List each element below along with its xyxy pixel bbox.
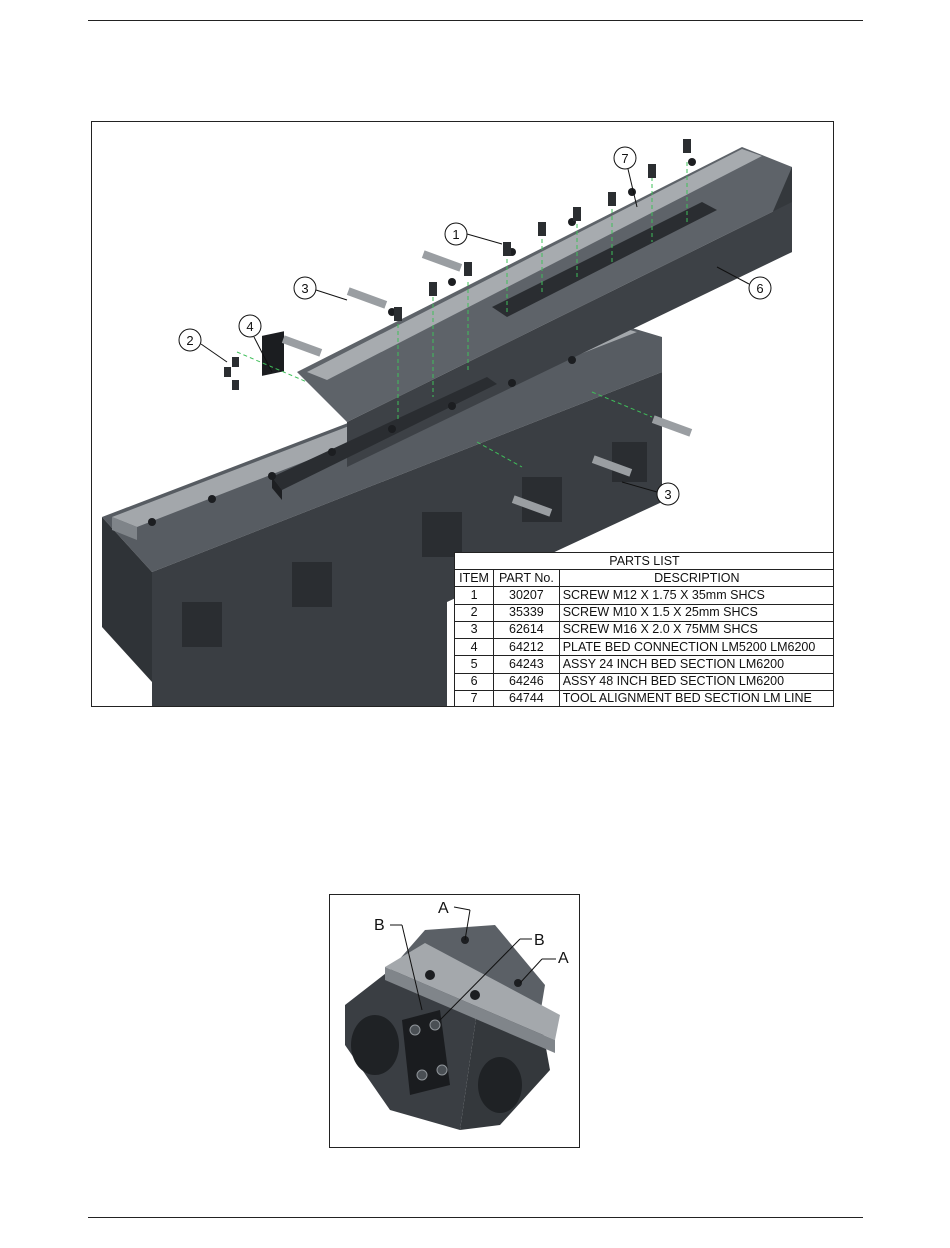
label-b-left: B <box>374 917 385 934</box>
exploded-assembly-figure: 1 2 3 4 6 7 3 <box>91 121 834 707</box>
detail-plate-bolts <box>409 1019 448 1081</box>
header-item: ITEM <box>453 569 495 588</box>
parts-list-table: PARTS LIST ITEM PART No. DESCRIPTION 1 3… <box>453 551 833 706</box>
callout-6: 6 <box>716 266 772 300</box>
connection-plate <box>262 331 284 376</box>
table-row: 3 62614 SCREW M16 X 2.0 X 75MM SHCS <box>453 620 833 640</box>
exploded-assembly-drawing: 1 2 3 4 6 7 3 <box>102 139 792 706</box>
table-row: 6 64246 ASSY 48 INCH BED SECTION LM6200 <box>453 672 833 691</box>
connection-detail-drawing: A A B B <box>345 900 569 1130</box>
description-cell: SCREW M16 X 2.0 X 75MM SHCS <box>558 620 833 640</box>
description-cell: ASSY 48 INCH BED SECTION LM6200 <box>558 672 833 691</box>
callout-1: 1 <box>444 222 503 246</box>
label-a-top: A <box>438 900 449 917</box>
alignment-tool-lower-front <box>272 477 282 500</box>
description-cell: SCREW M12 X 1.75 X 35mm SHCS <box>558 586 833 605</box>
description-cell: SCREW M10 X 1.5 X 25mm SHCS <box>558 603 833 622</box>
part-no-cell: 30207 <box>493 586 560 605</box>
header-description: DESCRIPTION <box>558 569 833 588</box>
detail-rail-side <box>385 967 555 1053</box>
callout-1-label: 1 <box>452 227 459 242</box>
item-cell: 2 <box>453 603 495 622</box>
table-row: 4 64212 PLATE BED CONNECTION LM5200 LM62… <box>453 638 833 657</box>
part-no-cell: 62614 <box>493 620 560 640</box>
callout-6-label: 6 <box>756 281 763 296</box>
header-rule <box>88 20 863 21</box>
item-cell: 7 <box>453 689 495 706</box>
long-screws <box>281 250 693 517</box>
description-cell: PLATE BED CONNECTION LM5200 LM6200 <box>558 638 833 657</box>
table-row: 2 35339 SCREW M10 X 1.5 X 25mm SHCS <box>453 603 833 622</box>
header-part-no: PART No. <box>493 569 560 588</box>
callout-2-label: 2 <box>186 333 193 348</box>
item-cell: 1 <box>453 586 495 605</box>
callout-2: 2 <box>178 328 228 363</box>
part-no-cell: 64744 <box>493 689 560 706</box>
description-cell: ASSY 24 INCH BED SECTION LM6200 <box>558 655 833 674</box>
lower-rail-front <box>112 517 137 540</box>
part-no-cell: 64212 <box>493 638 560 657</box>
callout-3-upper: 3 <box>293 276 348 301</box>
description-cell: TOOL ALIGNMENT BED SECTION LM LINE <box>558 689 833 706</box>
detail-bore-left <box>351 1015 399 1075</box>
detail-holes <box>425 936 522 1000</box>
bed-section-24-side <box>102 517 152 682</box>
item-cell: 3 <box>453 620 495 640</box>
detail-leaders <box>390 906 556 1021</box>
screws <box>224 139 691 390</box>
callout-3-upper-label: 3 <box>301 281 308 296</box>
parts-list-title: PARTS LIST <box>454 551 833 571</box>
callout-3-lower: 3 <box>621 481 680 506</box>
label-b-right: B <box>534 932 545 949</box>
detail-bore-right <box>478 1057 522 1113</box>
table-row: 5 64243 ASSY 24 INCH BED SECTION LM6200 <box>453 655 833 674</box>
label-a-right: A <box>558 950 569 967</box>
alignment-tool-upper <box>492 202 717 317</box>
connection-detail-figure: A A B B <box>329 894 580 1148</box>
bed-section-24-front <box>152 372 662 706</box>
part-no-cell: 64243 <box>493 655 560 674</box>
item-cell: 6 <box>453 672 495 691</box>
parts-list-header-row: ITEM PART No. DESCRIPTION <box>453 569 833 588</box>
footer-rule <box>88 1217 863 1218</box>
alignment-tool-lower <box>272 377 497 490</box>
callout-7: 7 <box>613 146 638 208</box>
callout-4: 4 <box>238 314 273 373</box>
part-no-cell: 64246 <box>493 672 560 691</box>
table-row: 1 30207 SCREW M12 X 1.75 X 35mm SHCS <box>453 586 833 605</box>
callout-7-label: 7 <box>621 151 628 166</box>
item-cell: 4 <box>453 638 495 657</box>
callout-3-lower-label: 3 <box>664 487 671 502</box>
item-cell: 5 <box>453 655 495 674</box>
assembly-centerlines <box>236 162 688 468</box>
pocket-cutouts <box>182 442 647 647</box>
part-no-cell: 35339 <box>493 603 560 622</box>
table-row: 7 64744 TOOL ALIGNMENT BED SECTION LM LI… <box>453 689 833 706</box>
upper-rail <box>307 149 762 380</box>
callout-4-label: 4 <box>246 319 253 334</box>
